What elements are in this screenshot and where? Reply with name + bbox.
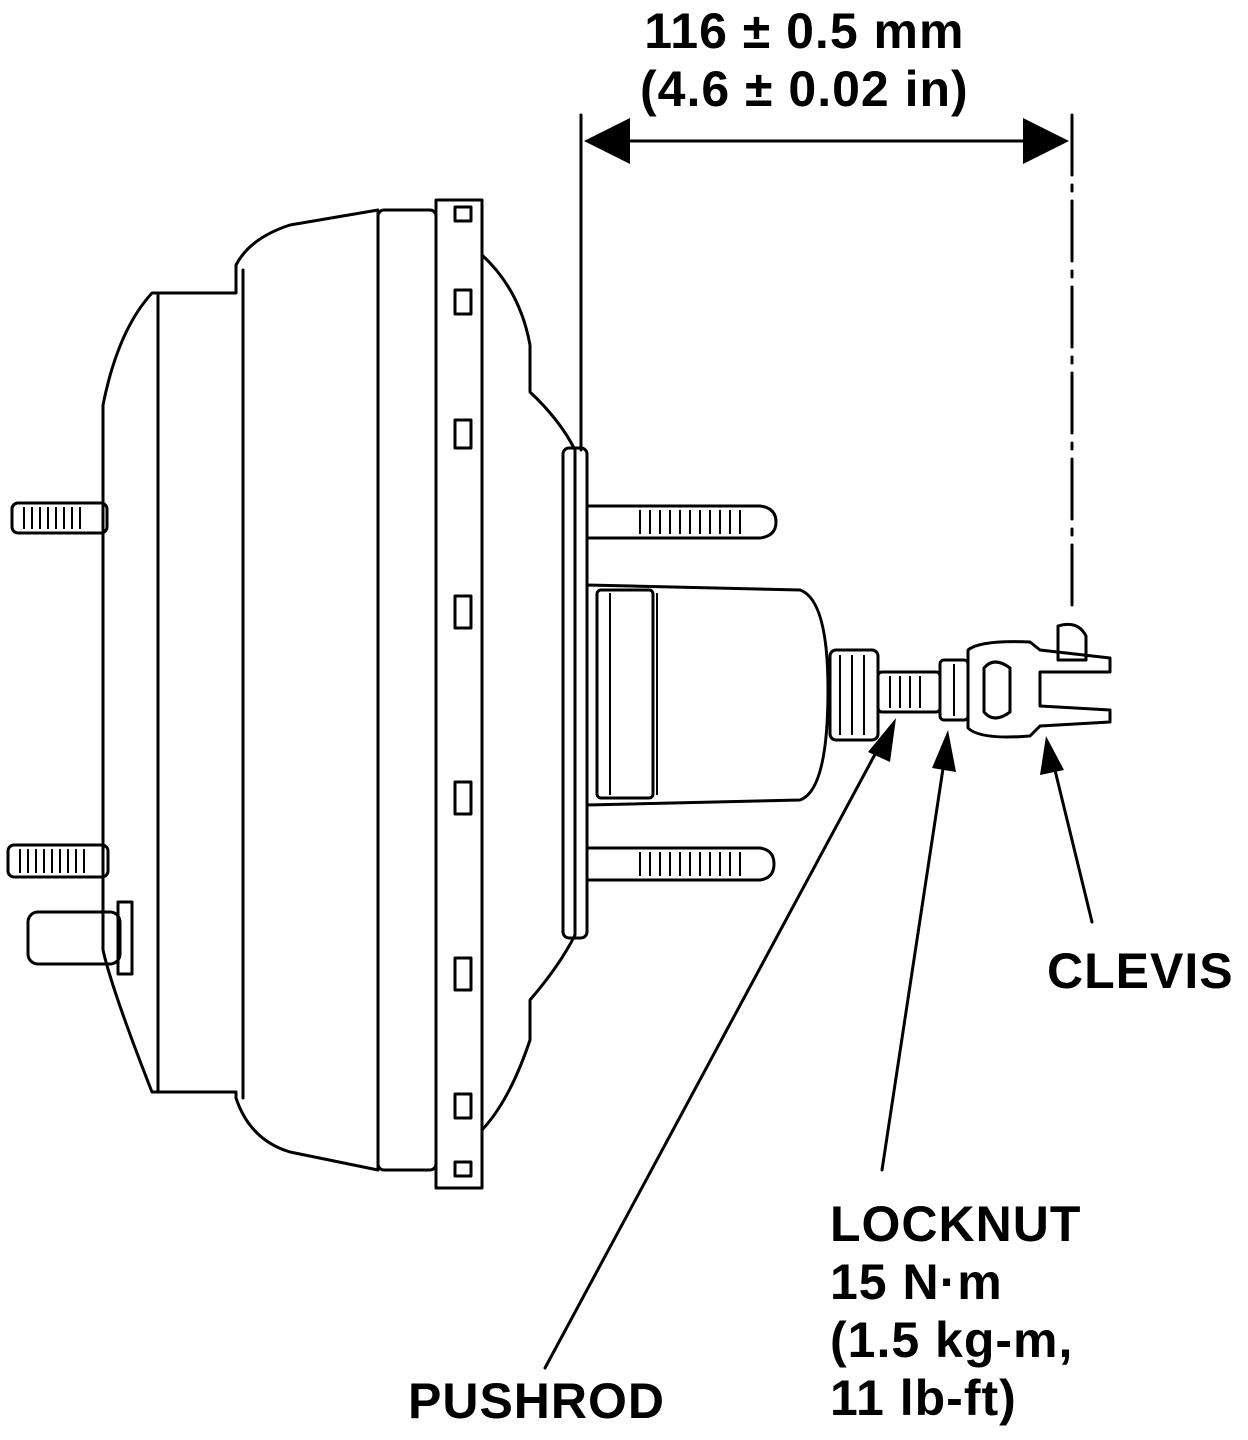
left-upper-stud	[10, 501, 109, 535]
left-lower-stud	[6, 843, 110, 879]
booster-front-shell	[480, 253, 577, 1132]
output-housing	[585, 583, 830, 807]
locknut-leader	[880, 730, 956, 1172]
clevis-label: CLEVIS	[1047, 943, 1234, 999]
pushrod-label: PUSHROD	[408, 1373, 666, 1429]
dimension-in: (4.6 ± 0.02 in)	[640, 61, 969, 117]
pushrod-leader	[543, 718, 896, 1370]
vacuum-fitting	[26, 900, 134, 976]
clevis-leader	[1040, 736, 1094, 924]
pushrod-assembly	[828, 648, 942, 742]
locknut	[938, 658, 970, 722]
locknut-label: LOCKNUT 15 N·m (1.5 kg-m, 11 lb-ft)	[830, 1195, 1081, 1427]
locknut-torque-nm: 15 N·m	[830, 1254, 1003, 1310]
booster-rear-shell	[101, 208, 380, 1172]
booster-flange	[376, 198, 484, 1190]
dimension-indicator	[579, 113, 1074, 612]
clevis	[966, 622, 1112, 739]
locknut-torque-lbft: 11 lb-ft)	[830, 1370, 1017, 1426]
right-lower-stud	[585, 846, 776, 882]
dimension-mm: 116 ± 0.5 mm	[644, 3, 965, 59]
locknut-name: LOCKNUT	[830, 1196, 1082, 1252]
dimension-label: 116 ± 0.5 mm (4.6 ± 0.02 in)	[640, 2, 969, 118]
right-upper-stud	[585, 504, 778, 540]
locknut-torque-kgm: (1.5 kg-m,	[830, 1312, 1074, 1368]
